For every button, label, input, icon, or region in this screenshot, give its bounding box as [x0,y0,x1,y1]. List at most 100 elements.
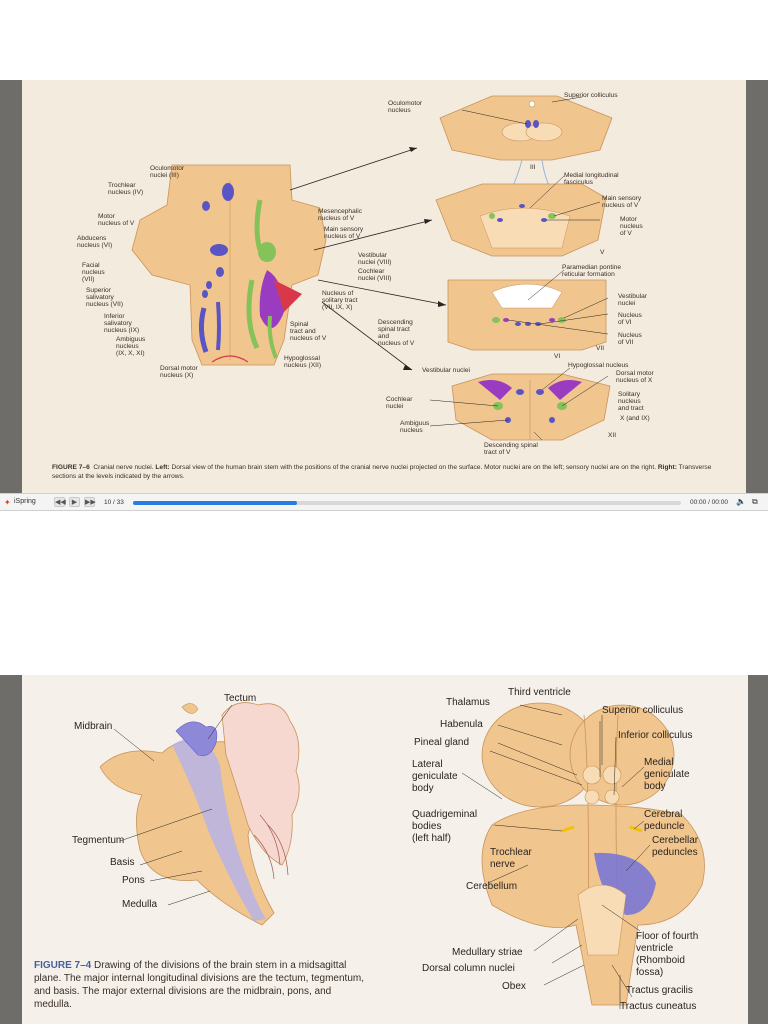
label-xii: XII [608,432,617,439]
section-midbrain [439,95,613,189]
label-midbrain: Midbrain [74,721,113,732]
label-oculomotor-nuclei: Oculomotor nuclei (III) [150,165,185,179]
caption-text-7-4: Drawing of the divisions of the brain st… [34,960,364,1010]
label-floor-fourth-ventricle: Floor of fourth ventricle (Rhomboid foss… [636,931,699,978]
label-medulla: Medulla [122,899,158,910]
label-nucleus-vii: Nucleus of VII [618,332,642,346]
label-dorsal-motor-left: Dorsal motor nucleus (X) [160,365,198,379]
caption-figure-number: FIGURE 7–6 [52,464,90,471]
label-third-ventricle: Third ventricle [508,687,571,698]
label-medullary-striae: Medullary striae [452,947,523,958]
caption-figure-number-7-4: FIGURE 7–4 [34,960,92,971]
figure-7-6-caption: FIGURE 7–6 Cranial nerve nuclei. Left: D… [52,463,732,481]
figure-7-4-caption: FIGURE 7–4 Drawing of the divisions of t… [34,959,366,1011]
label-hypoglossal-mid: Hypoglossal nucleus (XII) [284,355,322,369]
label-cerebellar-peduncles: Cerebellar peduncles [652,835,699,858]
label-hypoglossal-right: Hypoglossal nucleus [568,362,629,369]
label-ambiguus-left: Ambiguus nucleus (IX, X, XI) [116,336,146,357]
label-habenula: Habenula [440,719,483,730]
label-lateral-geniculate: Lateral geniculate body [412,759,458,794]
label-cochlear-mid: Cochlear nuclei (VIII) [358,268,392,282]
section-lower-pons [447,279,607,351]
label-tractus-cuneatus: Tractus cuneatus [620,1001,697,1012]
midsagittal-brainstem-drawing [99,702,300,926]
label-oculomotor-nucleus: Oculomotor nucleus [388,100,423,114]
leader-lines [429,96,609,441]
label-trochlear-nucleus: Trochlear nucleus (IV) [108,182,144,196]
label-medial-geniculate: Medial geniculate body [644,757,690,792]
label-vestibular-mid: Vestibular nuclei (VIII) [358,252,392,266]
leader-lines-7-4 [113,704,651,1009]
label-main-sensory-right: Main sensory nucleus of V [602,195,642,209]
label-descending-spinal-mid: Descending spinal tract and nucleus of V [378,319,415,347]
figure-7-4-page: Tectum Midbrain Tegmentum Basis Pons Med… [22,675,748,1024]
caption-text-3: Transverse sections at the levels indica… [52,464,712,480]
ispring-player-bar: ✦ iSpring ◀◀ ▶ ▶▶ 10 / 33 00:00 / 00:00 … [0,493,768,511]
figure-7-6-page: Oculomotor nuclei (III) Trochlear nucleu… [22,80,746,493]
label-superior-salivatory: Superior salivatory nucleus (VII) [86,287,124,308]
label-trochlear-nerve: Trochlear nerve [490,847,532,870]
label-paramedian: Paramedian pontine reticular formation [562,264,622,278]
caption-left: Left: [155,464,170,471]
label-dorsal-column-nuclei: Dorsal column nuclei [422,963,515,974]
label-v: V [600,249,605,256]
label-iii: III [530,164,536,171]
slide-figure-7-4: Tectum Midbrain Tegmentum Basis Pons Med… [0,675,768,1024]
label-cerebellum: Cerebellum [466,881,518,892]
caption-text-2: Dorsal view of the human brain stem with… [169,464,658,471]
label-basis: Basis [110,857,135,868]
ispring-logo-icon: ✦ [4,498,11,507]
label-tectum: Tectum [224,693,257,704]
label-ambiguus-bottom: Ambiguus nucleus [400,420,430,434]
label-vestibular-bottom: Vestibular nuclei [422,367,471,374]
label-spinal-tract: Spinal tract and nucleus of V [290,321,327,342]
label-dorsal-motor-right: Dorsal motor nucleus of X [616,370,654,384]
label-inferior-colliculus: Inferior colliculus [618,730,693,741]
label-nucleus-vi: Nucleus of VI [618,312,642,326]
label-obex: Obex [502,981,526,992]
volume-icon[interactable]: 🔈 [736,497,746,506]
label-solitary-right: Solitary nucleus and tract [618,391,644,412]
level-arrows [289,147,447,371]
label-solitary-mid: Nucleus of solitary tract (VII, IX, X) [322,290,358,311]
label-pons: Pons [122,875,145,886]
figure-7-4-illustration [99,702,705,1009]
label-cerebral-peduncle: Cerebral peduncle [644,809,685,832]
label-superior-colliculus: Superior colliculus [564,92,618,99]
label-vii: VII [596,345,605,352]
label-x-ix: X (and IX) [620,415,650,422]
label-vi: VI [554,353,561,360]
next-slide-button[interactable]: ▶▶ [84,497,96,507]
label-quadrigeminal: Quadrigeminal bodies (left half) [412,809,478,844]
section-medulla [451,373,611,441]
label-thalamus: Thalamus [446,697,490,708]
slide-counter: 10 / 33 [104,499,124,506]
time-display: 00:00 / 00:00 [690,499,728,506]
label-facial: Facial nucleus (VII) [82,262,105,283]
label-main-sensory-mid: Main sensory nucleus of V [324,226,364,240]
figure-7-6-illustration [131,95,613,441]
label-motor-nucleus-v: Motor nucleus of V [98,213,135,227]
label-tegmentum: Tegmentum [72,835,125,846]
section-upper-pons [435,183,607,257]
previous-slide-button[interactable]: ◀◀ [54,497,66,507]
fullscreen-icon[interactable]: ⧉ [752,497,758,506]
label-abducens: Abducens nucleus (VI) [77,235,113,249]
caption-text: Cranial nerve nuclei. [93,464,156,471]
label-tractus-gracilis: Tractus gracilis [626,985,693,996]
dorsal-brainstem-right-drawing [481,702,705,1006]
label-motor-nucleus-right: Motor nucleus of V [620,216,643,237]
dorsal-brainstem-drawing [131,164,327,366]
progress-fill [133,501,298,505]
label-superior-colliculus-2: Superior colliculus [602,705,684,716]
arrow-heads [403,147,446,370]
label-inferior-salivatory: Inferior salivatory nucleus (IX) [104,313,140,334]
label-mesencephalic: Mesencephalic nucleus of V [318,208,362,222]
label-cochlear-bottom: Cochlear nuclei [386,396,413,410]
progress-track[interactable] [133,501,681,505]
caption-right: Right: [657,464,677,471]
play-button[interactable]: ▶ [69,497,80,507]
label-descending-spinal-bottom: Descending spinal tract of V [484,442,538,456]
slide-figure-7-6: Oculomotor nuclei (III) Trochlear nucleu… [0,80,768,493]
label-medial-longitudinal: Medial longitudinal fasciculus [564,172,619,186]
